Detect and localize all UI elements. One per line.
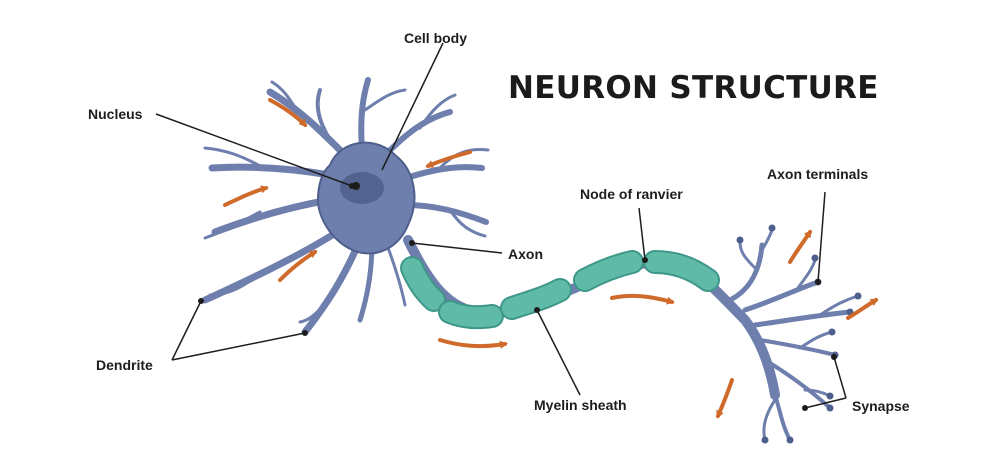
diagram-title: NEURON STRUCTURE: [508, 70, 879, 106]
label-axon-terminals: Axon terminals: [767, 166, 869, 182]
label-node-of-ranvier: Node of ranvier: [580, 186, 683, 202]
label-myelin-sheath: Myelin sheath: [534, 397, 627, 413]
label-synapse: Synapse: [852, 398, 910, 414]
signal-arrows: [223, 98, 879, 419]
label-cell-body: Cell body: [404, 30, 468, 46]
myelin-segments: [400, 250, 720, 330]
nucleus-shape: [340, 172, 384, 204]
leader-dots: [198, 183, 837, 411]
label-dendrite: Dendrite: [96, 357, 153, 373]
label-nucleus: Nucleus: [88, 106, 143, 122]
leader-lines: [155, 42, 847, 409]
label-axon: Axon: [508, 246, 543, 262]
